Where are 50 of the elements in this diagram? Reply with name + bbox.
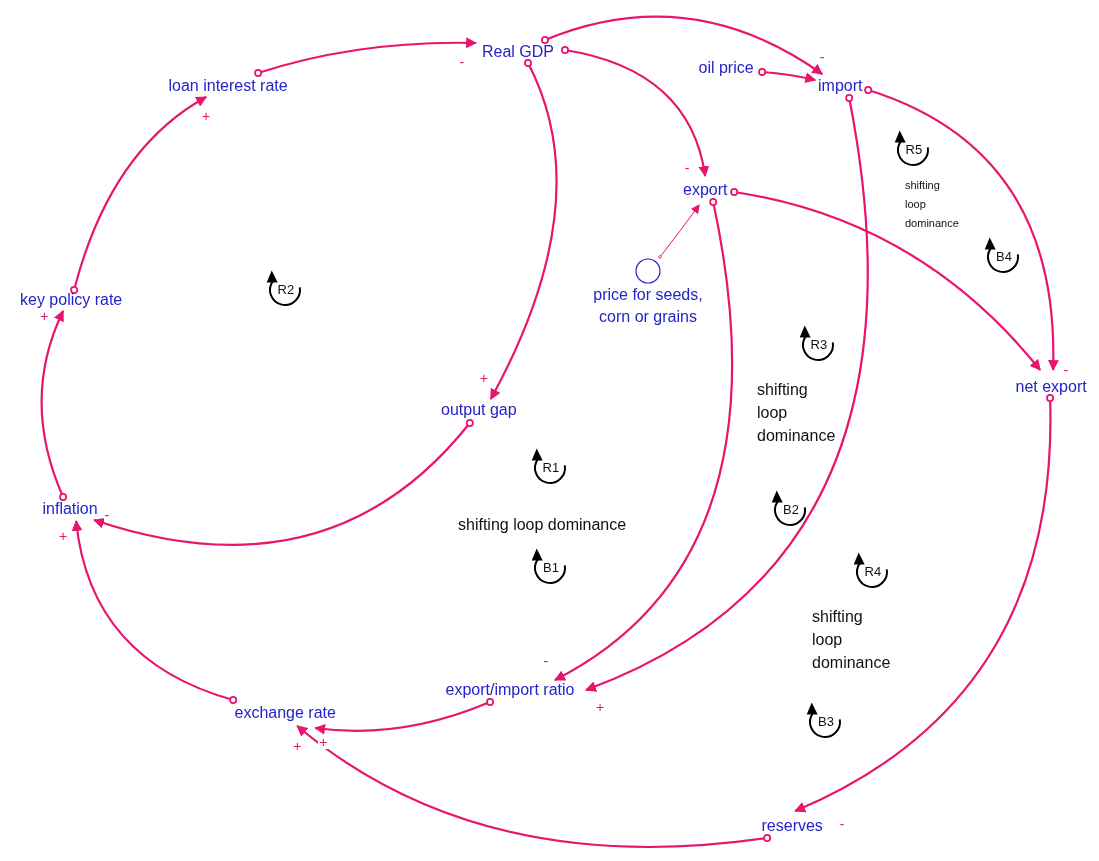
loop-id: R2	[277, 283, 295, 297]
causal-arrow	[658, 204, 700, 259]
variable-label: Real GDP	[480, 42, 557, 62]
variable-label: loan interest rate	[166, 76, 290, 96]
causal-arrow	[489, 59, 558, 400]
variable-label: net export	[1013, 377, 1089, 397]
polarity-sign: +	[292, 739, 303, 753]
loop-note: shifting loop dominance	[812, 607, 892, 673]
loop-note: shifting loop dominance	[905, 178, 960, 231]
polarity-sign: +	[594, 700, 606, 714]
polarity-sign: +	[39, 309, 50, 323]
variable-label: reserves	[759, 816, 825, 836]
causal-arrow	[70, 96, 208, 294]
causal-arrow	[254, 37, 478, 77]
variable-label: inflation	[40, 499, 100, 519]
causal-arrow	[72, 519, 238, 704]
polarity-sign: +	[201, 109, 212, 123]
variable-label: price for seeds, corn or grains	[592, 285, 704, 327]
causal-arrow	[730, 188, 1041, 371]
causal-arrow	[794, 394, 1055, 812]
causal-arrow	[758, 68, 817, 84]
loop-id: B2	[783, 503, 799, 517]
causal-arrow	[585, 94, 869, 692]
loop-id: R4	[864, 565, 882, 579]
loop-id: B1	[543, 561, 559, 575]
variable-label: import	[816, 76, 865, 96]
causal-arrow	[561, 46, 709, 178]
polarity-sign: +	[318, 735, 329, 749]
variable-label: export	[681, 180, 730, 200]
causal-arrow	[864, 86, 1059, 372]
polarity-sign: +	[58, 529, 69, 543]
causal-arrow	[541, 15, 824, 75]
loop-id: R5	[905, 143, 923, 157]
loop-id: R1	[542, 461, 560, 475]
causal-arrow	[314, 698, 494, 735]
variable-label: oil price	[696, 58, 756, 78]
loop-id: R3	[810, 338, 828, 352]
causal-arrow	[554, 198, 734, 681]
causal-arrow	[40, 310, 68, 501]
causal-arrow	[296, 725, 772, 848]
variable-label: export/import ratio	[443, 680, 577, 700]
loop-id: B3	[818, 715, 834, 729]
causal-arrow	[93, 419, 474, 546]
variable-label: output gap	[439, 400, 519, 420]
loop-id: B4	[996, 250, 1012, 264]
loop-note: shifting loop dominance	[757, 380, 837, 446]
variable-label: key policy rate	[18, 290, 125, 310]
loop-note: shifting loop dominance	[458, 514, 627, 535]
variable-label: exchange rate	[232, 703, 338, 723]
polarity-sign: +	[478, 371, 489, 385]
